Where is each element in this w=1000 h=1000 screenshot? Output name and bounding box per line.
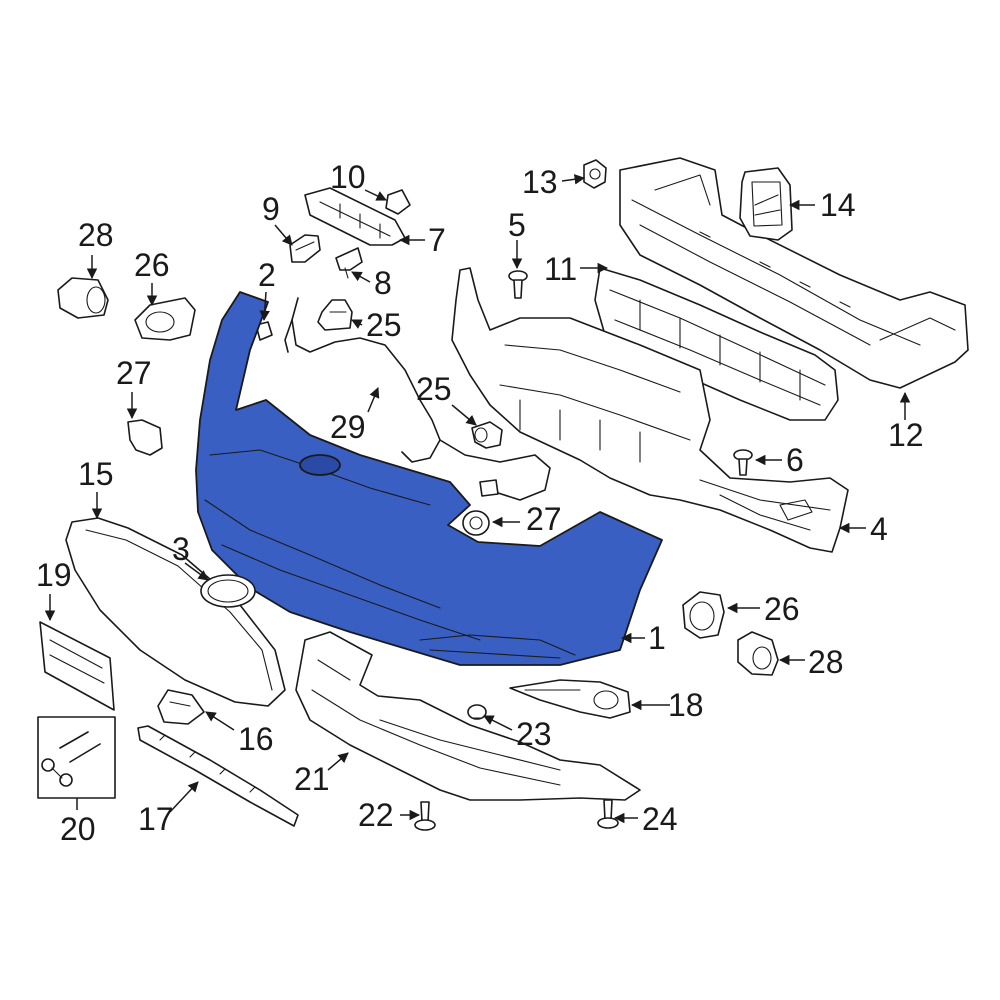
label-27-left[interactable]: 27 (116, 355, 152, 391)
callout-labels: 1 2 3 4 5 6 7 8 9 10 11 12 13 14 15 16 1… (36, 159, 924, 847)
part-18-bezel[interactable] (509, 679, 631, 719)
part-23-clip[interactable] (467, 704, 487, 720)
part-20-hardware-kit[interactable] (37, 716, 116, 799)
label-3[interactable]: 3 (172, 531, 190, 567)
part-28-sensor-right[interactable] (737, 631, 779, 676)
label-19[interactable]: 19 (36, 557, 72, 593)
part-8-pin[interactable] (335, 247, 363, 279)
label-21[interactable]: 21 (294, 761, 330, 797)
part-24-screw[interactable] (597, 799, 619, 829)
part-28-sensor-left[interactable] (57, 277, 109, 319)
part-2-clip[interactable] (255, 321, 273, 341)
label-26-right[interactable]: 26 (764, 591, 800, 627)
part-21-deflector[interactable] (295, 631, 641, 801)
label-6[interactable]: 6 (786, 442, 804, 478)
part-26-sensor-right[interactable] (682, 591, 725, 639)
part-22-screw[interactable] (414, 801, 436, 831)
label-28-left[interactable]: 28 (78, 217, 114, 253)
part-3-emblem[interactable] (200, 574, 256, 608)
label-13[interactable]: 13 (522, 164, 558, 200)
label-16[interactable]: 16 (238, 721, 274, 757)
part-13-nut[interactable] (583, 159, 607, 189)
label-14[interactable]: 14 (820, 187, 856, 223)
part-26-sensor-left[interactable] (134, 297, 196, 341)
label-5[interactable]: 5 (508, 207, 526, 243)
part-27-clip-left[interactable] (127, 419, 163, 456)
label-2[interactable]: 2 (258, 257, 276, 293)
label-8[interactable]: 8 (374, 265, 392, 301)
part-25-connector[interactable] (471, 421, 503, 449)
part-19-plate-bracket[interactable] (39, 621, 115, 711)
label-27-middle[interactable]: 27 (526, 501, 562, 537)
label-11[interactable]: 11 (544, 251, 577, 287)
part-4-support[interactable] (451, 267, 849, 553)
label-18[interactable]: 18 (668, 687, 704, 723)
part-1-bumper-cover[interactable] (195, 291, 663, 666)
part-27-sensor-ring[interactable] (462, 510, 490, 536)
part-9-sensor[interactable] (289, 234, 321, 263)
part-7-bracket[interactable] (304, 187, 406, 246)
part-14-bracket[interactable] (739, 167, 793, 241)
label-4[interactable]: 4 (870, 511, 888, 547)
part-11-absorber[interactable] (594, 267, 839, 421)
part-25-bracket-upper[interactable] (317, 299, 353, 331)
part-16-bracket[interactable] (157, 689, 205, 725)
label-20[interactable]: 20 (60, 811, 96, 847)
part-17-strip[interactable] (137, 725, 299, 827)
part-6-screw[interactable] (733, 449, 753, 476)
label-12[interactable]: 12 (888, 417, 924, 453)
label-25-middle[interactable]: 25 (416, 371, 452, 407)
label-29[interactable]: 29 (330, 409, 366, 445)
label-22[interactable]: 22 (358, 797, 394, 833)
label-25-upper[interactable]: 25 (366, 307, 402, 343)
label-24[interactable]: 24 (642, 801, 678, 837)
part-12-reinforcement[interactable] (619, 157, 969, 389)
label-15[interactable]: 15 (78, 456, 114, 492)
label-1[interactable]: 1 (648, 620, 666, 656)
leader-lines (44, 174, 911, 824)
part-29-harness[interactable] (284, 297, 551, 501)
label-17[interactable]: 17 (138, 801, 174, 837)
label-26-left[interactable]: 26 (134, 247, 170, 283)
label-23[interactable]: 23 (516, 716, 552, 752)
label-28-right[interactable]: 28 (808, 644, 844, 680)
label-7[interactable]: 7 (428, 222, 446, 258)
part-10-clip[interactable] (385, 189, 411, 215)
label-10[interactable]: 10 (330, 159, 366, 195)
label-9[interactable]: 9 (262, 191, 280, 227)
part-5-screw[interactable] (508, 270, 528, 299)
